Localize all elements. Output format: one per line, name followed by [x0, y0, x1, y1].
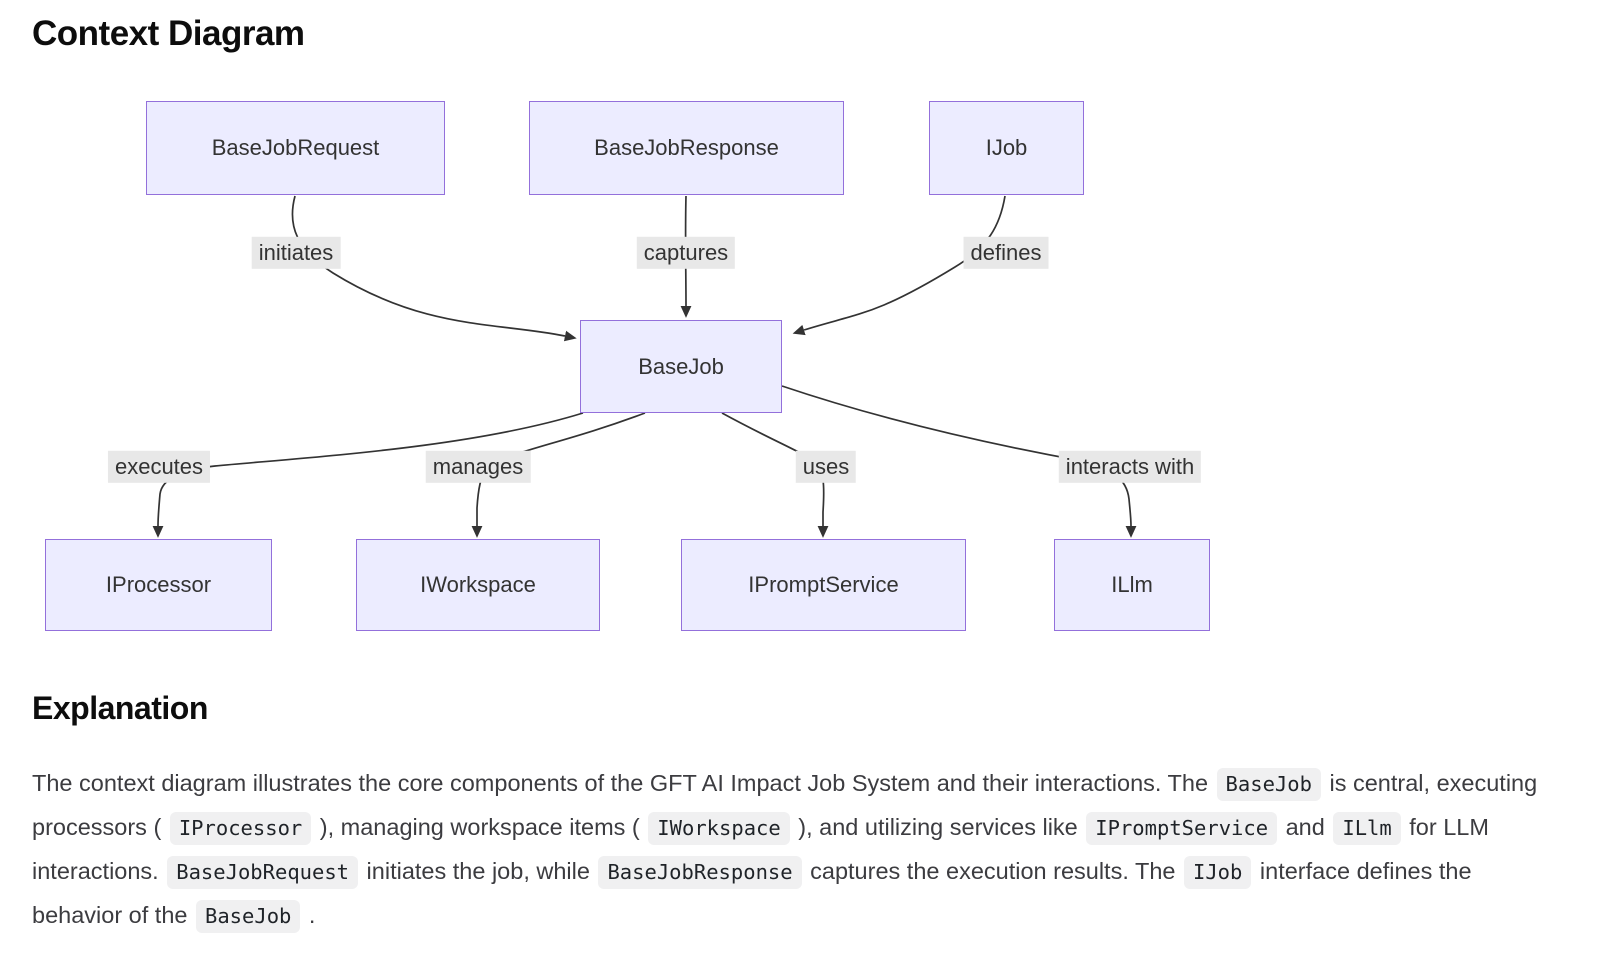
inline-code: BaseJobRequest [167, 856, 359, 889]
paragraph-text: interface defines the behavior of the [32, 858, 1472, 928]
paragraph-text: captures the execution results. The [803, 858, 1182, 884]
explanation-paragraph: The context diagram illustrates the core… [32, 762, 1544, 938]
edge-initiates [291, 195, 577, 342]
inline-code: ILlm [1333, 812, 1401, 845]
edge-label-initiates: initiates [251, 236, 341, 270]
paragraph-text: initiates the job, while [360, 858, 597, 884]
paragraph-text: is central, executing processors ( [32, 770, 1538, 840]
edge-label-interacts-with: interacts with [1058, 450, 1202, 484]
paragraph-text: for LLM interactions. [32, 814, 1489, 884]
inline-code: BaseJob [1216, 768, 1321, 801]
edge-label-manages: manages [425, 450, 531, 484]
inline-code: IJob [1184, 856, 1252, 889]
edge-label-uses: uses [795, 450, 857, 484]
inline-code: BaseJobResponse [598, 856, 802, 889]
node-iworkspace: IWorkspace [356, 539, 600, 631]
paragraph-text: ), and utilizing services like [791, 814, 1085, 840]
inline-code: BaseJob [196, 900, 301, 933]
paragraph-text: The context diagram illustrates the core… [32, 770, 1215, 796]
inline-code: IWorkspace [648, 812, 790, 845]
edge-executes [152, 412, 584, 538]
inline-code: IProcessor [169, 812, 312, 845]
edge-label-captures: captures [636, 236, 736, 270]
node-basejob: BaseJob [580, 320, 782, 413]
edge-label-defines: defines [963, 236, 1049, 270]
node-basejobresponse: BaseJobResponse [529, 101, 844, 195]
edge-defines [792, 195, 1006, 336]
section-heading: Explanation [32, 690, 208, 726]
page-title: Context Diagram [32, 14, 305, 53]
inline-code: IPromptService [1086, 812, 1278, 845]
paragraph-text: ), managing workspace items ( [313, 814, 647, 840]
node-basejobrequest: BaseJobRequest [146, 101, 445, 195]
node-illm: ILlm [1054, 539, 1210, 631]
paragraph-text: . [302, 902, 316, 928]
node-iprocessor: IProcessor [45, 539, 272, 631]
node-ijob: IJob [929, 101, 1084, 195]
paragraph-text: and [1279, 814, 1332, 840]
edge-label-executes: executes [107, 450, 211, 484]
node-ipromptservice: IPromptService [681, 539, 966, 631]
